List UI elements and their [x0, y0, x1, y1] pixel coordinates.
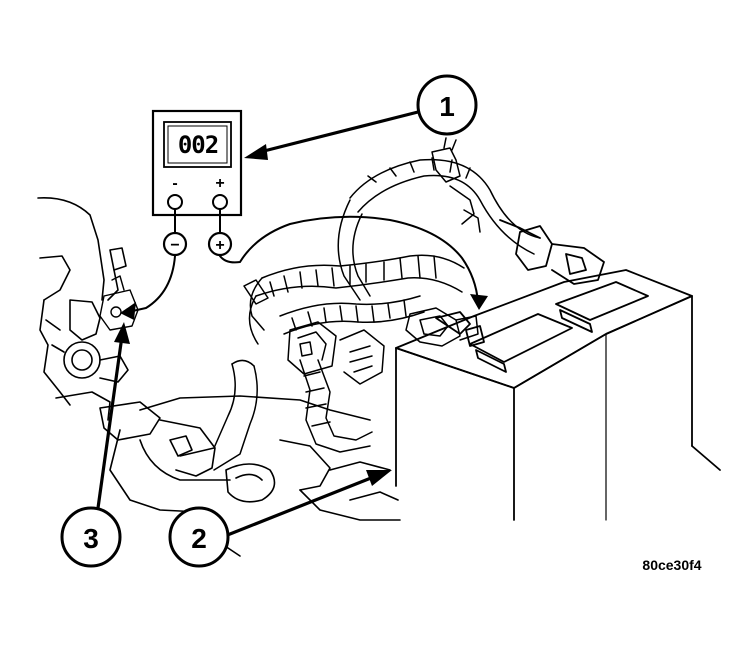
- callout-3-circle: [60, 506, 122, 568]
- callout-2-circle: [168, 506, 230, 568]
- pos-probe-icon: [207, 231, 233, 257]
- callout-1: 1: [244, 74, 478, 160]
- engine-block: [37, 197, 401, 557]
- probe-heads: − +: [162, 231, 233, 257]
- figure-id: 80ce30f4: [642, 557, 701, 573]
- callout-3-leader: [96, 335, 124, 509]
- callout-2-leader: [224, 474, 377, 538]
- callout-2: 2: [168, 470, 392, 568]
- meter-screen: [163, 121, 232, 168]
- battery: [395, 219, 721, 521]
- meter-neg-jack: [167, 194, 183, 210]
- callout-3-arrowhead: [114, 322, 130, 344]
- callout-1-number: 1: [439, 91, 455, 122]
- neg-lead: [127, 255, 176, 313]
- neg-probe-icon: [162, 231, 188, 257]
- callout-1-circle: [416, 74, 478, 136]
- wire-harness: [179, 137, 541, 471]
- callout-3: 3: [60, 322, 130, 568]
- pos-lead: [219, 215, 479, 303]
- neg-lead-arrowhead: [120, 302, 136, 320]
- meter-reading: 002: [178, 131, 218, 159]
- callout-2-number: 2: [191, 523, 207, 554]
- meter-screen-inner: [167, 125, 228, 164]
- pos-lead-arrowhead: [470, 294, 488, 310]
- meter-pos-label: +: [215, 175, 224, 192]
- test-leads: [127, 208, 479, 313]
- callout-1-leader: [259, 110, 419, 154]
- callout-2-arrowhead: [366, 470, 392, 486]
- neg-probe-symbol: −: [170, 237, 179, 254]
- multimeter: 002 - +: [151, 109, 243, 217]
- callout-3-number: 3: [83, 523, 99, 554]
- callout-1-arrowhead: [244, 144, 268, 160]
- meter-pos-jack: [212, 194, 228, 210]
- pos-probe-symbol: +: [215, 237, 224, 254]
- meter-neg-label: -: [172, 175, 177, 192]
